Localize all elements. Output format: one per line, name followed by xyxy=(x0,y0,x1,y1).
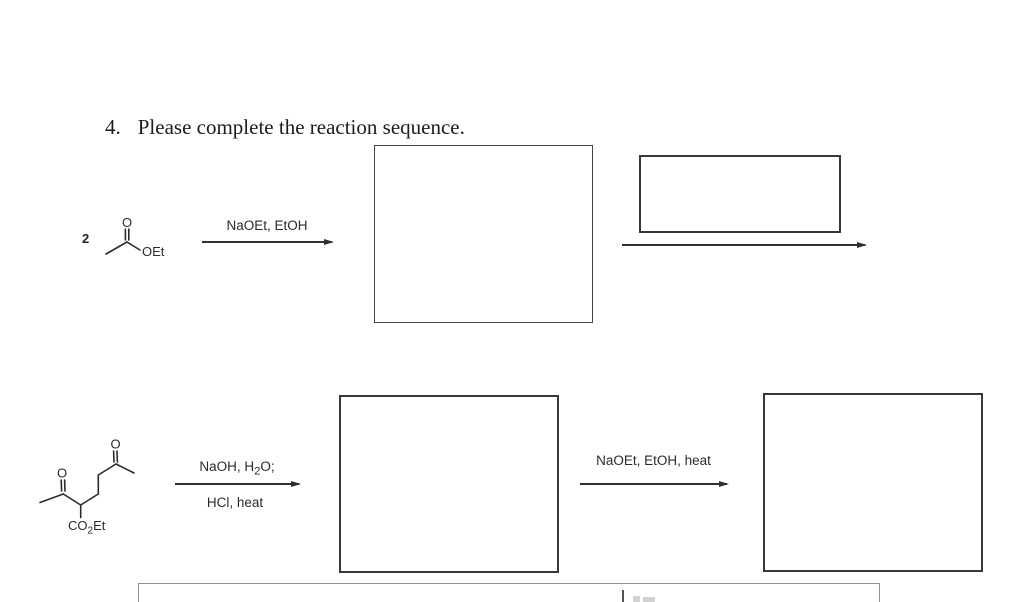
reagent-line1-pre: NaOH, H xyxy=(199,459,255,474)
skeleton-bonds xyxy=(39,450,135,519)
right-carbonyl-oxygen-label: O xyxy=(110,437,120,452)
reagent-label-step2-line1: NaOH, H2O; xyxy=(175,459,299,478)
answer-box-5-partial[interactable] xyxy=(138,583,880,602)
ketoester-structure: O O CO2Et xyxy=(39,437,135,537)
clipped-structure-line xyxy=(622,590,624,602)
answer-box-3[interactable] xyxy=(339,395,559,573)
clipped-content-mark xyxy=(633,596,640,602)
question-title: 4. Please complete the reaction sequence… xyxy=(105,115,465,140)
answer-box-1[interactable] xyxy=(374,145,593,323)
question-text: Please complete the reaction sequence. xyxy=(137,115,465,139)
answer-box-2[interactable] xyxy=(639,155,841,233)
ethoxy-label: OEt xyxy=(142,244,165,259)
left-carbonyl-oxygen-label: O xyxy=(57,466,67,481)
skeleton-bonds xyxy=(105,228,141,255)
reaction-arrow-2 xyxy=(622,244,865,246)
stoichiometric-coefficient: 2 xyxy=(82,231,90,246)
reagent-line1-sub: 2 xyxy=(254,465,261,478)
ester-label-pre: CO xyxy=(68,518,88,533)
reagent-label-step1: NaOEt, EtOH xyxy=(226,218,308,233)
ethyl-acetate-structure: O OEt xyxy=(105,215,165,259)
reagent-line1-post: O; xyxy=(260,459,275,474)
clipped-content-mark xyxy=(643,597,655,602)
reagent-label-step2-line2: HCl, heat xyxy=(206,495,264,510)
reaction-arrow-4 xyxy=(580,483,727,485)
reaction-arrow-3 xyxy=(175,483,299,485)
ester-label-post: Et xyxy=(93,518,106,533)
ester-label-sub: 2 xyxy=(88,526,94,537)
answer-box-4[interactable] xyxy=(763,393,983,572)
carbonyl-oxygen-label: O xyxy=(122,215,132,230)
reagent-label-step3: NaOEt, EtOH, heat xyxy=(596,453,711,468)
question-number: 4. xyxy=(105,115,121,139)
ester-group-label: CO2Et xyxy=(68,518,106,537)
reaction-arrow-1 xyxy=(202,241,332,243)
